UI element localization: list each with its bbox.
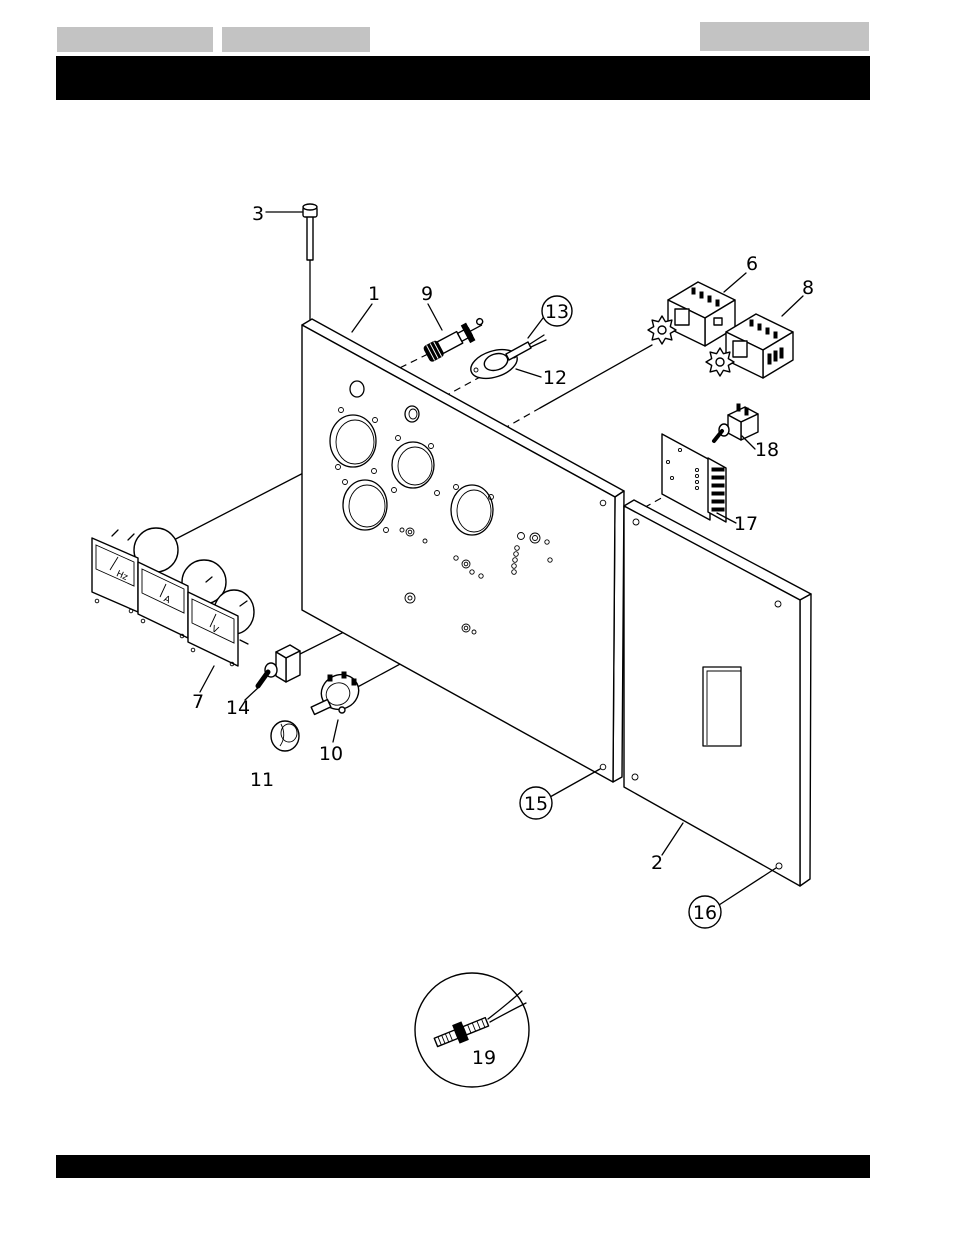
indicator-lamp-part-detail: [530, 335, 544, 344]
rotary-switch-part-2-detail-detail: [774, 332, 777, 338]
indicator-lamp-part-detail: [531, 340, 546, 347]
meters-part-detail: [141, 619, 145, 623]
fuse-holder-part: [423, 316, 489, 363]
callout-12: 12: [543, 367, 567, 389]
rotary-switch-part-2-detail-detail: [766, 328, 769, 334]
callout-leaders-detail: [352, 304, 372, 332]
callout-11: 11: [250, 769, 274, 791]
meters-part-detail-detail: [240, 640, 248, 644]
callout-1: 1: [368, 283, 380, 305]
callout-17: 17: [734, 513, 758, 535]
rotary-switch-part-2-detail-detail: [780, 348, 783, 358]
meters-part-detail: [95, 599, 99, 603]
rotary-switch-part: [648, 282, 735, 346]
meters-part-detail: [129, 609, 133, 613]
rotary-switch-part-2-detail-detail: [750, 320, 753, 326]
callout-18: 18: [755, 439, 779, 461]
terminal-board-part-detail-detail: [712, 468, 724, 471]
callout-19: 19: [472, 1047, 496, 1069]
rotary-switch-part-2-detail-detail: [774, 351, 777, 361]
toggle-switch-part: [714, 404, 758, 441]
callout-leaders-detail: [782, 296, 803, 316]
callout-leaders-detail: [428, 304, 442, 330]
callout-leaders-detail: [516, 369, 541, 377]
bolt-part-detail: [303, 204, 317, 210]
rotary-switch-part-detail-detail: [716, 300, 719, 306]
meters-part-detail-detail: [112, 530, 118, 536]
meters-part-detail: [191, 648, 195, 652]
meters-part: Hz A V: [92, 528, 254, 666]
callout-7: 7: [192, 691, 204, 713]
bolt-shaft: [307, 216, 313, 260]
bolt-part: [303, 204, 317, 260]
terminal-board-part-detail-detail: [712, 492, 724, 495]
rheostat-part-detail-detail: [328, 675, 332, 681]
fuse-holder-part-detail: [470, 325, 481, 331]
panel-toggle-part: [258, 645, 300, 686]
side-panel-side-edge: [800, 594, 811, 886]
toggle-lever: [258, 672, 268, 686]
callout-leaders-detail: [200, 666, 214, 692]
terminal-board-part: [662, 434, 726, 522]
knob-part: [271, 721, 299, 751]
callout-leaders-detail: [528, 318, 543, 338]
switch-plate: [733, 341, 747, 357]
callout-leaders-detail: [724, 273, 746, 292]
board-face: [662, 434, 710, 520]
callout-leaders-detail: [550, 769, 600, 797]
callout-14: 14: [226, 697, 250, 719]
rheostat-part-detail: [339, 707, 345, 713]
terminal-board-part-detail-detail: [712, 476, 724, 479]
rotary-switch-part-2-detail: [716, 358, 724, 366]
callout-leaders-detail: [662, 823, 683, 855]
callout-3: 3: [252, 203, 264, 225]
rotary-switch-part-2-detail-detail: [768, 354, 771, 364]
callout-15: 15: [524, 793, 548, 815]
rotary-switch-part-detail-detail: [692, 288, 695, 294]
toggle-switch-part-detail-detail: [745, 408, 748, 415]
callout-8: 8: [802, 277, 814, 299]
callout-9: 9: [421, 283, 433, 305]
front-panel-face: [302, 325, 615, 782]
rheostat-part: [311, 669, 364, 716]
callout-leaders-detail: [719, 868, 776, 905]
side-panel: [624, 500, 811, 886]
callout-13: 13: [545, 301, 569, 323]
rotary-switch-part-detail: [714, 318, 722, 325]
callout-16: 16: [693, 902, 717, 924]
rotary-switch-part-2-detail-detail: [758, 324, 761, 330]
toggle-lever: [714, 431, 722, 441]
rotary-switch-part-detail-detail: [700, 292, 703, 298]
rheostat-part-detail-detail: [342, 672, 346, 678]
toggle-switch-part-detail-detail: [737, 404, 740, 411]
terminal-board-part-detail-detail: [712, 500, 724, 503]
rheostat-shaft: [311, 700, 331, 715]
indicator-lamp-part: [467, 335, 546, 384]
fuse-holder-part-detail: [476, 318, 484, 326]
switch-plate: [675, 309, 689, 325]
side-panel-face: [624, 506, 800, 886]
rheostat-part-detail-detail: [352, 679, 356, 685]
terminal-board-part-detail-detail: [712, 484, 724, 487]
callout-10: 10: [319, 743, 343, 765]
inset-detail: [415, 973, 529, 1087]
footer-bar: [56, 1155, 870, 1178]
rotary-switch-part-detail-detail: [708, 296, 711, 302]
callout-leaders-detail: [742, 436, 755, 449]
rotary-switch-part-detail: [658, 326, 666, 334]
toggle-front: [276, 652, 286, 682]
terminal-board-part-detail-detail: [712, 508, 724, 511]
callout-leaders-detail: [333, 720, 338, 742]
meters-part-detail-detail: [128, 534, 134, 540]
callout-6: 6: [746, 253, 758, 275]
callout-2: 2: [651, 852, 663, 874]
